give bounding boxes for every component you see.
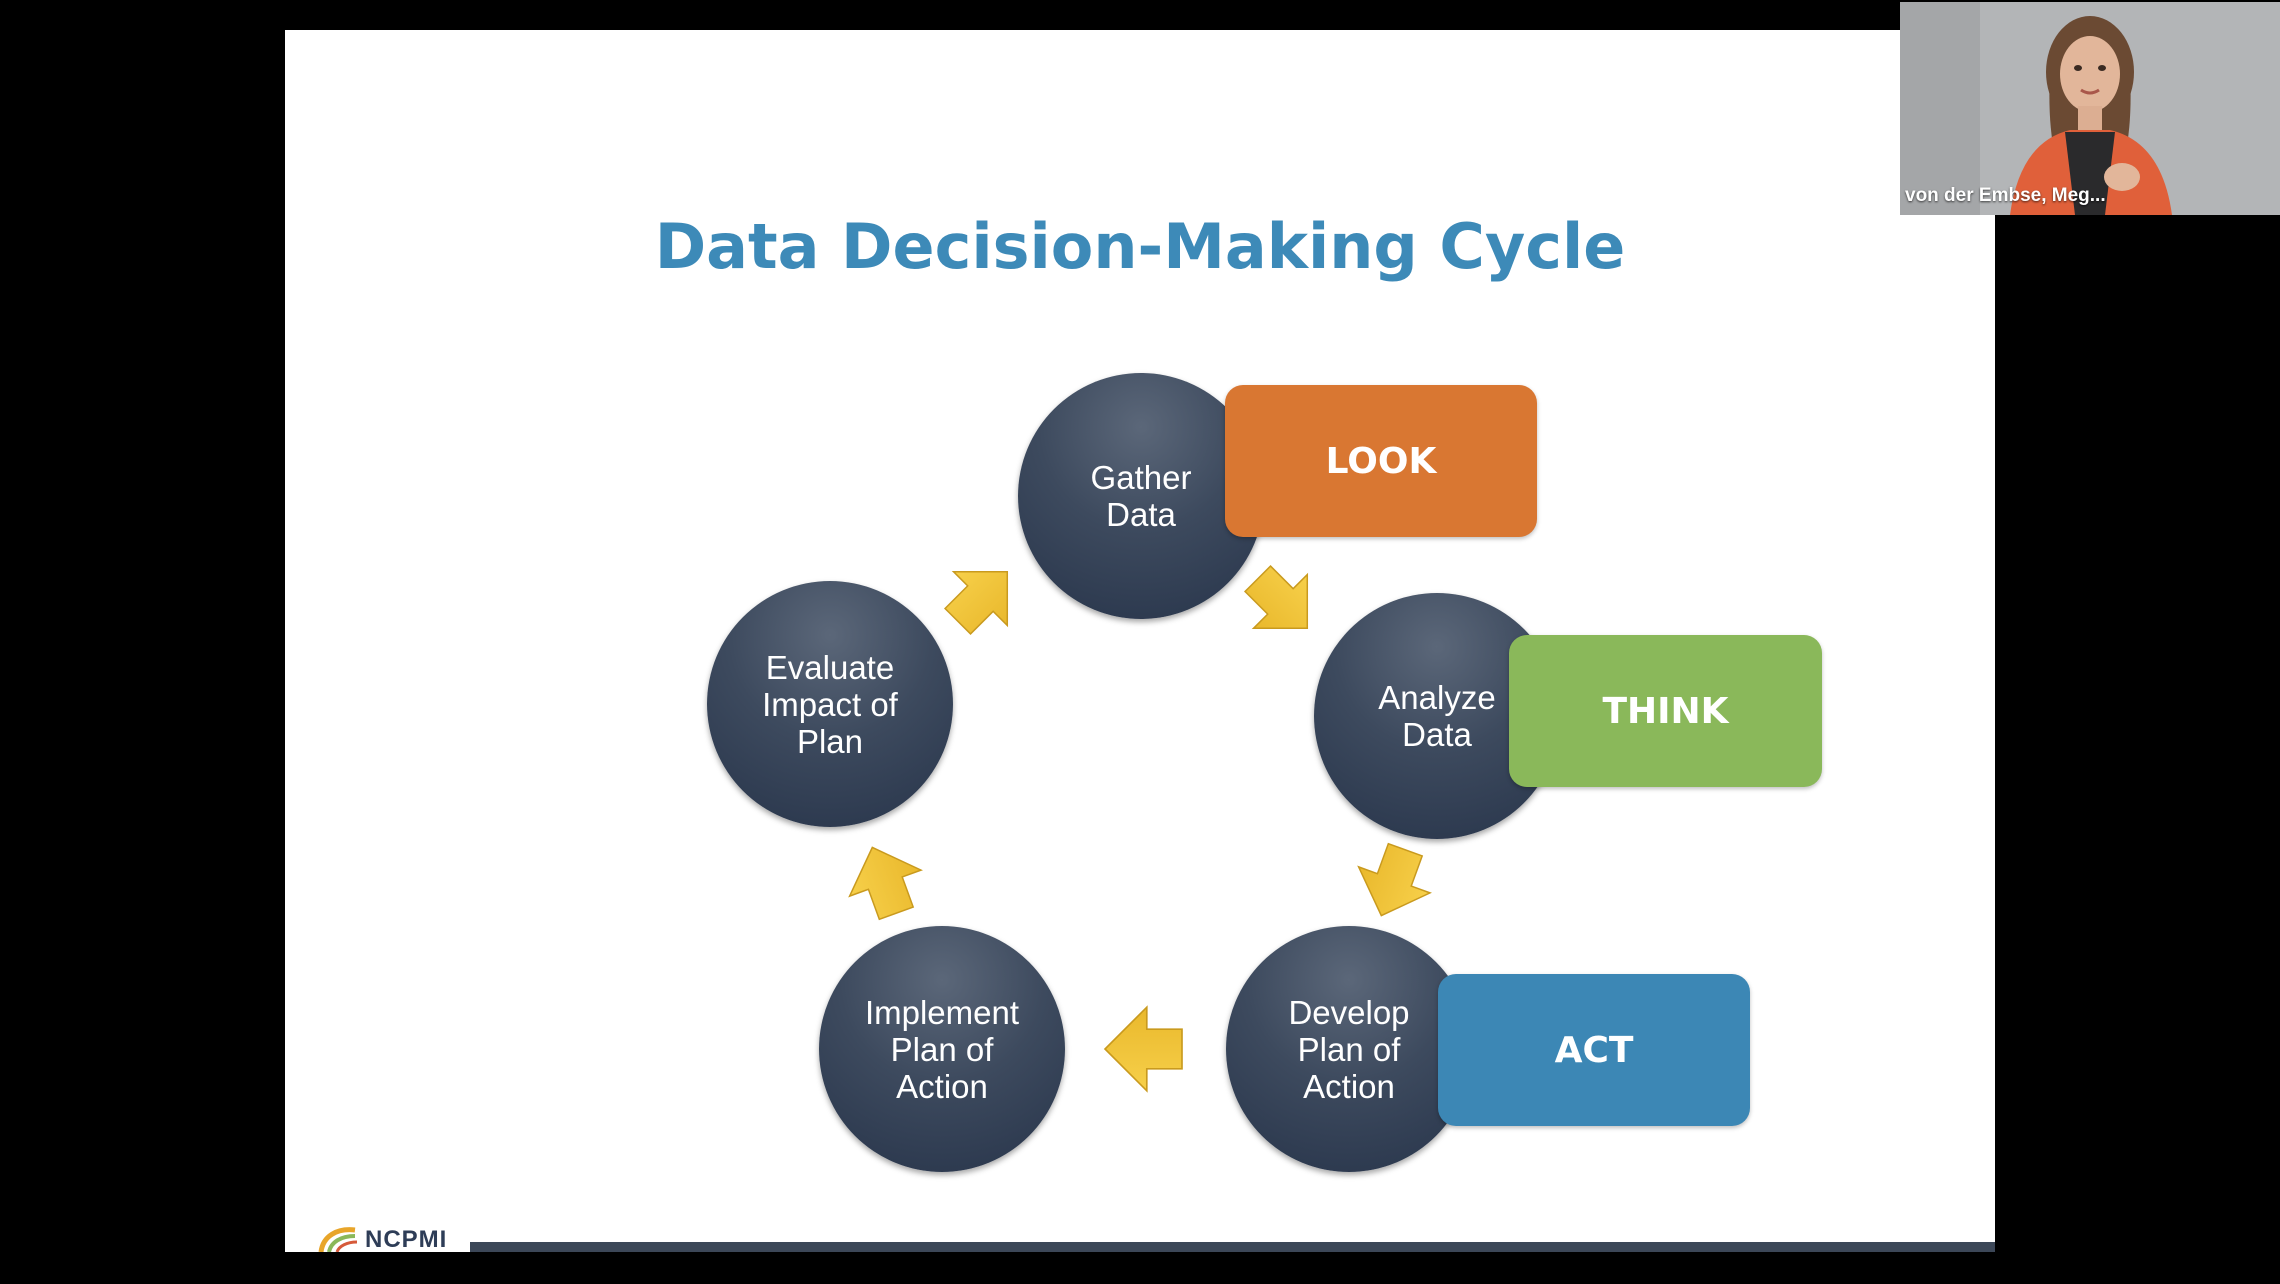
participant-name-label: von der Embse, Meg... bbox=[1905, 185, 2106, 206]
node-label: Gather Data bbox=[1090, 459, 1192, 533]
participant-video-tile[interactable]: von der Embse, Meg... bbox=[1900, 2, 2280, 215]
slide-title: Data Decision-Making Cycle bbox=[654, 210, 1626, 283]
arrow-analyze-to-develop bbox=[1344, 836, 1442, 930]
node-gather-data: Gather Data bbox=[1018, 373, 1264, 619]
node-implement-plan: Implement Plan of Action bbox=[819, 926, 1065, 1172]
logo-swoosh-icon bbox=[318, 1227, 358, 1252]
node-label: Analyze Data bbox=[1378, 679, 1496, 753]
phase-act: ACT bbox=[1438, 974, 1750, 1126]
phase-think: THINK bbox=[1509, 635, 1822, 787]
arrow-gather-to-analyze bbox=[1230, 551, 1335, 656]
node-label: Develop Plan of Action bbox=[1288, 993, 1410, 1105]
participant-video-icon bbox=[1900, 2, 2280, 215]
arrow-develop-to-implement bbox=[1104, 1006, 1183, 1092]
arrow-implement-to-evaluate bbox=[835, 833, 933, 927]
slide-footer-bar bbox=[470, 1242, 1995, 1252]
shared-slide: Data Decision-Making Cycle bbox=[285, 30, 1995, 1252]
logo-text: NCPMI bbox=[365, 1226, 448, 1252]
node-label: Implement Plan of Action bbox=[864, 993, 1020, 1105]
node-develop-plan: Develop Plan of Action bbox=[1226, 926, 1472, 1172]
node-label: Evaluate Impact of Plan bbox=[762, 648, 898, 760]
ncpmi-logo: NCPMI bbox=[315, 1222, 475, 1252]
phase-look: LOOK bbox=[1225, 385, 1537, 537]
node-evaluate-impact: Evaluate Impact of Plan bbox=[707, 581, 953, 827]
arrow-evaluate-to-gather bbox=[930, 544, 1035, 649]
